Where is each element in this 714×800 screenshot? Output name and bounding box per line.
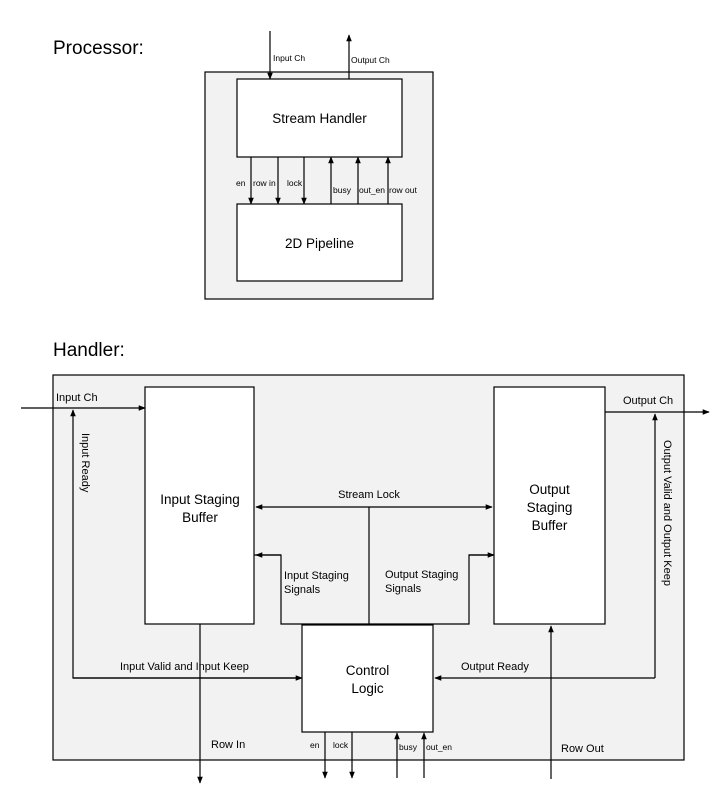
input-buffer-label-line2: Buffer: [182, 510, 218, 525]
row-in-label: Row In: [211, 739, 245, 751]
input-staging-signals-line1: Input Staging: [284, 570, 349, 582]
output-buffer-label-line3: Buffer: [532, 518, 568, 533]
row-out-label: Row Out: [561, 743, 604, 755]
input-ready-label: Input Ready: [79, 433, 91, 493]
handler-out-en-label: out_en: [426, 742, 452, 752]
output-staging-signals-line2: Signals: [385, 583, 422, 595]
proc-input-ch-label: Input Ch: [273, 53, 305, 63]
output-ready-label: Output Ready: [461, 661, 529, 673]
pipeline-block: [236, 203, 403, 282]
handler-en-label: en: [310, 740, 320, 750]
output-staging-buffer-block: [493, 386, 606, 625]
handler-busy-label: busy: [399, 742, 418, 752]
output-ch-label: Output Ch: [623, 395, 673, 407]
control-logic-label-line2: Logic: [351, 681, 384, 696]
input-buffer-label-line1: Input Staging: [160, 492, 240, 507]
stream-handler-block: [236, 78, 403, 158]
output-buffer-label-line1: Output: [529, 482, 570, 497]
handler-heading: Handler:: [53, 340, 125, 361]
input-valid-keep-label: Input Valid and Input Keep: [120, 661, 249, 673]
proc-out-en-label: out_en: [359, 185, 385, 195]
proc-row-in-label: row in: [253, 178, 276, 188]
output-buffer-label-line2: Staging: [527, 500, 573, 515]
proc-busy-label: busy: [333, 185, 352, 195]
proc-lock-label: lock: [287, 178, 303, 188]
pipeline-label: 2D Pipeline: [285, 236, 354, 251]
handler-lock-label: lock: [333, 740, 349, 750]
input-staging-buffer-block: [144, 386, 255, 625]
proc-output-ch-label: Output Ch: [351, 55, 390, 65]
input-staging-signals-line2: Signals: [284, 584, 321, 596]
control-logic-block: [301, 624, 434, 733]
input-ch-label: Input Ch: [56, 392, 98, 404]
control-logic-label-line1: Control: [346, 663, 390, 678]
stream-handler-label: Stream Handler: [272, 111, 367, 126]
output-staging-signals-line1: Output Staging: [385, 569, 458, 581]
output-valid-keep-label: Output Valid and Output Keep: [661, 440, 673, 586]
proc-en-label: en: [236, 178, 246, 188]
stream-lock-label: Stream Lock: [338, 489, 400, 501]
proc-row-out-label: row out: [389, 185, 418, 195]
processor-heading: Processor:: [53, 38, 144, 59]
